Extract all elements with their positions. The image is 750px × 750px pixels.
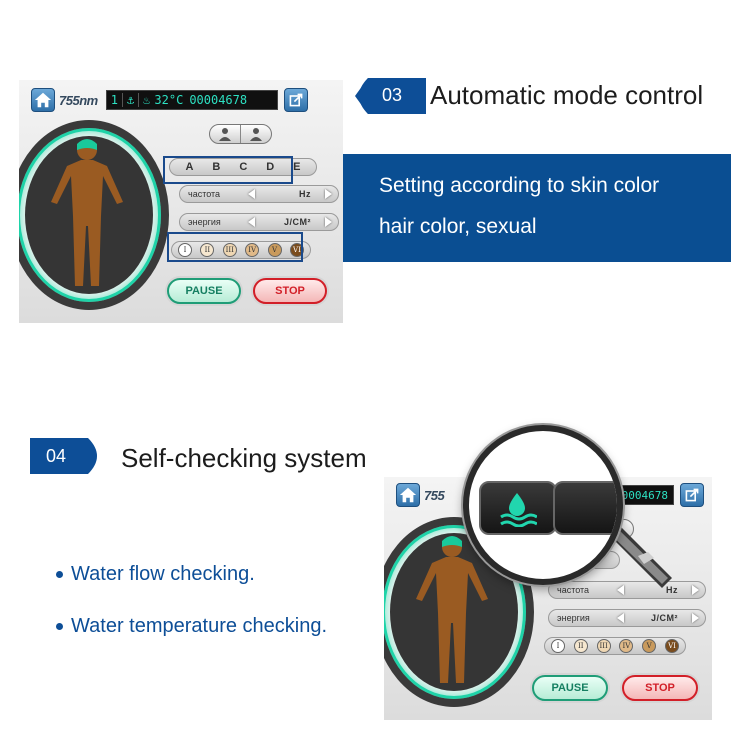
energy-unit: J/CM² <box>284 217 311 227</box>
home-button[interactable] <box>31 88 55 112</box>
hair-color-c[interactable]: C <box>239 161 248 173</box>
skin-type-1[interactable]: I <box>178 243 192 257</box>
exit-button[interactable] <box>680 483 704 507</box>
step-03-number: 03 <box>382 85 403 105</box>
water-flow-icon: ⚓ <box>126 93 135 107</box>
female-button[interactable] <box>240 125 271 143</box>
energy-unit: J/CM² <box>651 613 678 623</box>
stop-button[interactable]: STOP <box>622 675 698 701</box>
home-button[interactable] <box>396 483 420 507</box>
magnifier-handle <box>602 524 672 588</box>
shot-counter: 00004678 <box>189 93 248 107</box>
male-button[interactable] <box>210 125 240 143</box>
frequency-unit: Hz <box>666 585 678 595</box>
hair-color-b[interactable]: B <box>212 161 221 173</box>
frequency-control: частота Hz <box>548 581 706 599</box>
step-03-badge-shape <box>355 78 426 114</box>
water-drop-icon <box>500 493 537 527</box>
frequency-increase-icon[interactable] <box>325 189 332 199</box>
skin-type-selector: I II III IV V VI <box>544 637 686 655</box>
skin-type-6[interactable]: VI <box>664 639 679 653</box>
frequency-unit: Hz <box>299 189 311 199</box>
body-figure-icon[interactable] <box>37 136 137 296</box>
wavelength-label-partial: 755 <box>424 487 445 503</box>
device-topbar-bottom: 755 <box>396 483 445 507</box>
shot-counter-partial: 00004678 <box>610 485 674 505</box>
energy-decrease-icon[interactable] <box>248 217 255 227</box>
skin-type-3[interactable]: III <box>222 243 237 257</box>
frequency-label: частота <box>188 189 221 199</box>
person-icon <box>219 128 231 141</box>
skin-type-4[interactable]: IV <box>245 243 260 257</box>
water-flow-indicator <box>479 481 557 535</box>
skin-type-selector: I II III IV V VI <box>171 241 311 259</box>
energy-control: энергия J/CM² <box>548 609 706 627</box>
step-04-badge-shape <box>30 438 97 474</box>
hair-color-d[interactable]: D <box>266 161 275 173</box>
pause-button[interactable]: PAUSE <box>532 675 608 701</box>
frequency-control: частота Hz <box>179 185 339 203</box>
bullet-water-flow: Water flow checking. <box>56 563 255 586</box>
energy-control: энергия J/CM² <box>179 213 339 231</box>
skin-type-6[interactable]: VI <box>289 243 304 257</box>
energy-label: энергия <box>188 217 221 227</box>
bullet-water-temperature: Water temperature checking. <box>56 615 327 638</box>
device-panel-top: 755nm 1 ⚓ ♨ 32°C 00004678 A B C D E <box>19 80 343 323</box>
description-line-1: Setting according to skin color <box>379 174 660 197</box>
frequency-label: частота <box>557 585 590 595</box>
exit-icon <box>289 93 303 107</box>
exit-icon <box>685 488 699 502</box>
gender-selector <box>209 124 272 144</box>
temperature-value: 32°C <box>154 93 184 107</box>
person-icon <box>250 128 262 141</box>
exit-button[interactable] <box>283 88 308 112</box>
energy-label: энергия <box>557 613 590 623</box>
energy-increase-icon[interactable] <box>325 217 332 227</box>
wavelength-label: 755nm <box>59 92 98 108</box>
skin-type-5[interactable]: V <box>267 243 282 257</box>
status-display: 1 ⚓ ♨ 32°C 00004678 <box>105 90 278 110</box>
skin-type-2[interactable]: II <box>573 639 588 653</box>
hair-color-a[interactable]: A <box>185 161 194 173</box>
energy-decrease-icon[interactable] <box>617 613 624 623</box>
frequency-decrease-icon[interactable] <box>617 585 624 595</box>
temperature-indicator <box>553 481 617 535</box>
stop-button[interactable]: STOP <box>253 278 327 304</box>
device-topbar: 755nm 1 ⚓ ♨ 32°C 00004678 <box>31 88 308 112</box>
mode-number: 1 <box>110 93 118 107</box>
skin-type-3[interactable]: III <box>596 639 611 653</box>
home-icon <box>34 92 52 108</box>
magnifier-lens <box>463 425 623 585</box>
section-04-heading: Self-checking system <box>121 443 367 473</box>
body-figure-icon[interactable] <box>402 533 502 693</box>
frequency-increase-icon[interactable] <box>692 585 699 595</box>
home-icon <box>399 487 417 503</box>
frequency-decrease-icon[interactable] <box>248 189 255 199</box>
step-04-number: 04 <box>46 446 67 466</box>
hair-color-e[interactable]: E <box>293 161 301 173</box>
section-03-heading: Automatic mode control <box>430 80 704 110</box>
hair-color-highlight <box>163 156 293 184</box>
hair-color-selector: A B C D E <box>169 158 317 176</box>
automatic-mode-description: Setting according to skin color hair col… <box>343 154 731 262</box>
skin-type-1[interactable]: I <box>551 639 565 653</box>
pause-button[interactable]: PAUSE <box>167 278 241 304</box>
skin-type-4[interactable]: IV <box>619 639 634 653</box>
skin-type-highlight <box>167 232 303 262</box>
temperature-icon: ♨ <box>143 93 151 107</box>
description-line-2: hair color, sexual <box>379 215 537 238</box>
energy-increase-icon[interactable] <box>692 613 699 623</box>
skin-type-2[interactable]: II <box>200 243 215 257</box>
skin-type-5[interactable]: V <box>642 639 657 653</box>
